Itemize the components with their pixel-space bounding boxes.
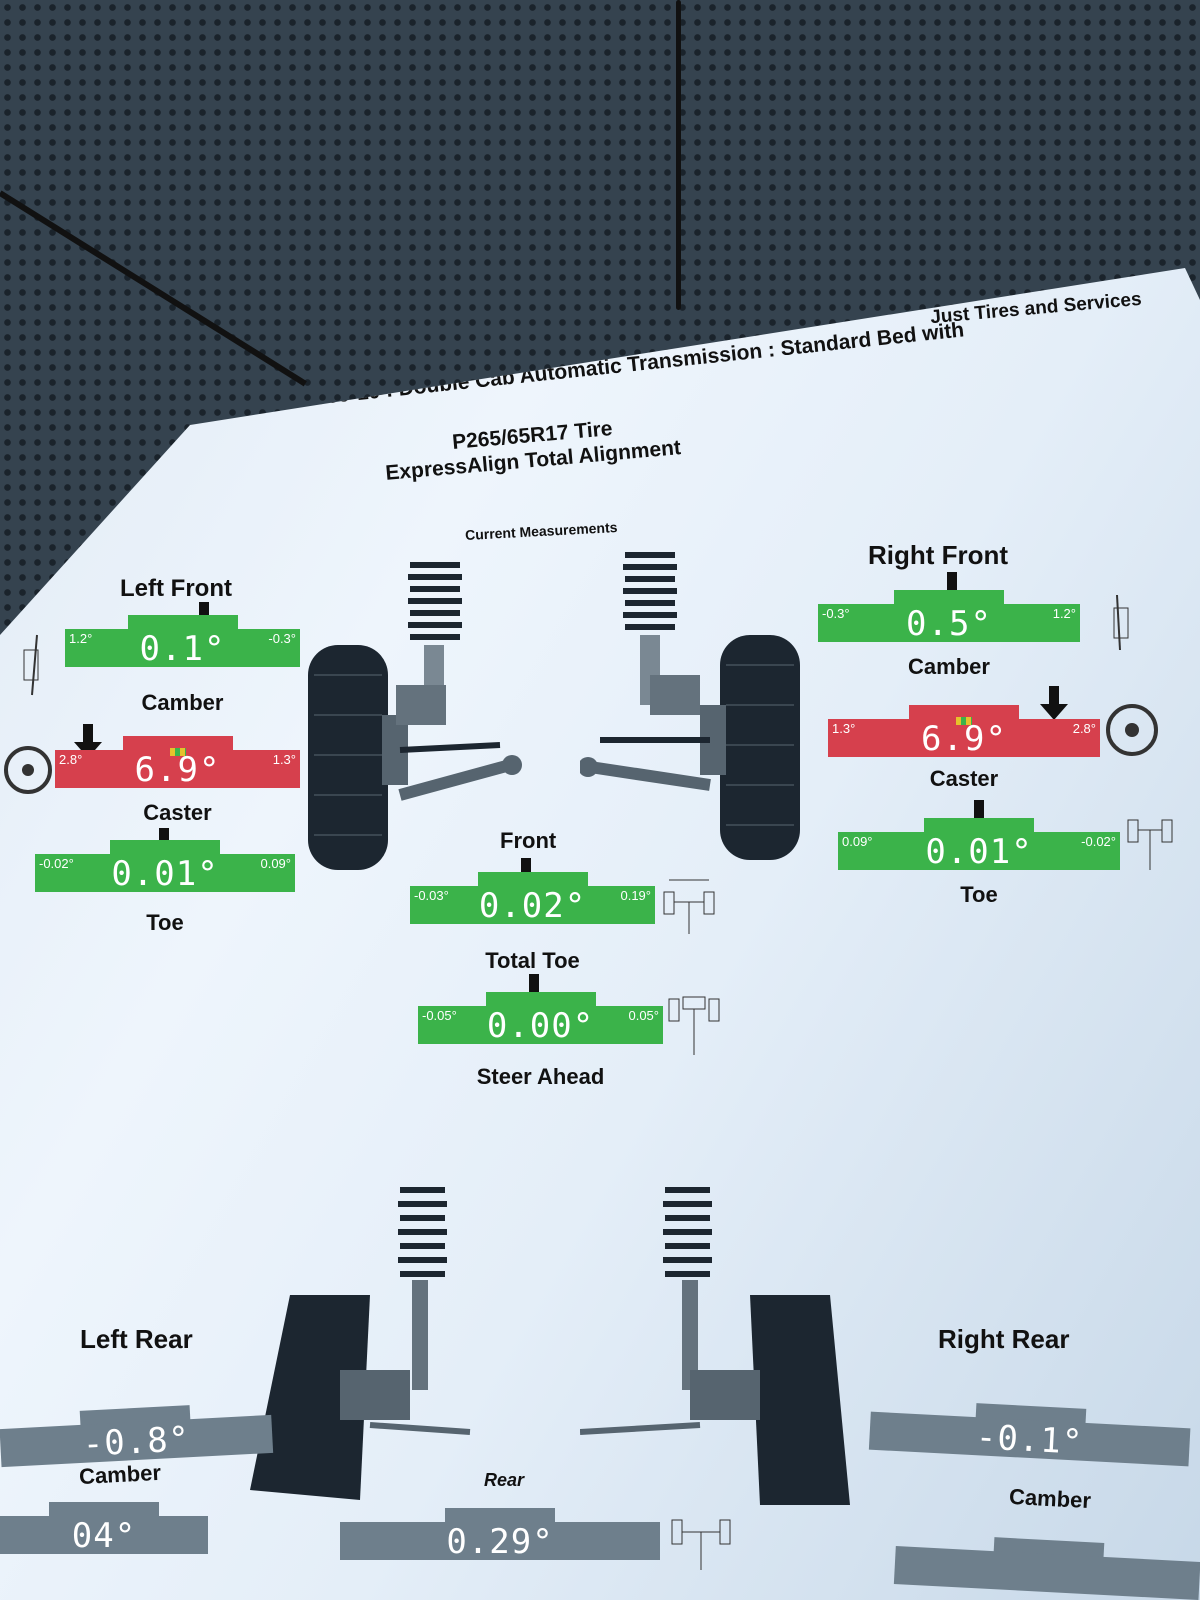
steer-ahead-value: 0.00° xyxy=(486,1006,595,1046)
rear-title: Rear xyxy=(484,1470,525,1490)
left-front-caster-gauge: 2.8° 1.3° 6.9° xyxy=(55,736,300,790)
camber-value: -0.1° xyxy=(974,1417,1085,1463)
camber-label: Camber xyxy=(141,690,224,715)
charging-cable xyxy=(676,0,681,310)
total-toe-diagram-icon xyxy=(671,1519,731,1570)
total-toe-label: Total Toe xyxy=(485,948,580,973)
right-front-camber-gauge: -0.3° 1.2° 0.5° xyxy=(818,590,1080,644)
caster-diagram-icon xyxy=(1106,704,1158,756)
camber-label: Camber xyxy=(1008,1483,1092,1514)
camber-min: 1.2° xyxy=(69,631,93,646)
camber-label: Camber xyxy=(908,654,990,679)
camber-min: -0.3° xyxy=(822,606,850,621)
camber-value: 0.1° xyxy=(139,629,226,669)
total-toe-max: 0.19° xyxy=(620,888,651,903)
right-front-toe-gauge: 0.09° -0.02° 0.01° xyxy=(838,818,1120,872)
total-toe-diagram-icon xyxy=(663,879,715,934)
camber-max: -0.3° xyxy=(268,631,296,646)
caster-min: 2.8° xyxy=(59,752,83,767)
left-rear-suspension-icon xyxy=(250,1187,471,1500)
caster-max: 1.3° xyxy=(272,752,296,767)
right-rear-camber-gauge: -0.1° xyxy=(868,1398,1191,1467)
right-rear-suspension-icon xyxy=(580,1187,850,1505)
total-toe-value: 0.02° xyxy=(478,886,587,926)
arrow-down-icon xyxy=(1040,686,1068,720)
camber-max: 1.2° xyxy=(1052,606,1076,621)
toe-value: 04° xyxy=(71,1516,137,1556)
left-rear-camber-gauge: -0.8° xyxy=(0,1401,274,1468)
front-title: Front xyxy=(500,828,557,853)
right-front-caster-gauge: 1.3° 2.8° 6.9° xyxy=(828,705,1100,759)
camber-diagram-icon xyxy=(1113,594,1129,651)
caster-value: 6.9° xyxy=(134,750,221,790)
rear-total-toe-gauge: 0.29° xyxy=(340,1508,660,1562)
steer-ahead-label: Steer Ahead xyxy=(476,1064,605,1089)
steer-ahead-min: -0.05° xyxy=(422,1008,457,1023)
toe-min: -0.02° xyxy=(39,856,74,871)
total-toe-min: -0.03° xyxy=(414,888,449,903)
toe-diagram-icon xyxy=(1127,819,1173,870)
camber-value: 0.5° xyxy=(906,604,992,644)
right-front-title: Right Front xyxy=(868,540,1009,570)
toe-label: Toe xyxy=(146,910,184,935)
left-front-title: Left Front xyxy=(120,575,232,602)
left-front-camber-gauge: 1.2° -0.3° 0.1° xyxy=(65,615,300,669)
toe-value: 0.01° xyxy=(925,832,1033,872)
toe-min: 0.09° xyxy=(842,834,873,849)
toe-label: Toe xyxy=(960,882,998,907)
toe-max: -0.02° xyxy=(1081,834,1116,849)
right-front-suspension-icon xyxy=(580,552,800,860)
left-front-suspension-icon xyxy=(308,562,522,870)
camber-diagram-icon xyxy=(23,634,39,696)
left-rear-title: Left Rear xyxy=(80,1324,193,1354)
total-toe-value: 0.29° xyxy=(446,1522,554,1562)
right-rear-title: Right Rear xyxy=(938,1324,1070,1354)
toe-value: 0.01° xyxy=(111,854,219,894)
caster-value: 6.9° xyxy=(921,719,1007,759)
toe-max: 0.09° xyxy=(260,856,291,871)
left-rear-toe-gauge: 04° xyxy=(0,1502,208,1556)
caster-label: Caster xyxy=(143,800,212,825)
caster-label: Caster xyxy=(929,766,999,791)
caster-diagram-icon xyxy=(4,746,52,794)
caster-min: 1.3° xyxy=(832,721,856,736)
caster-max: 2.8° xyxy=(1072,721,1096,736)
steer-ahead-diagram-icon xyxy=(668,996,720,1055)
right-rear-toe-gauge xyxy=(893,1532,1200,1600)
section-title: Current Measurements xyxy=(464,519,618,543)
front-total-toe-gauge: -0.03° 0.19° 0.02° xyxy=(410,872,655,926)
steer-ahead-max: 0.05° xyxy=(628,1008,659,1023)
steer-ahead-gauge: -0.05° 0.05° 0.00° xyxy=(418,992,663,1046)
left-front-toe-gauge: -0.02° 0.09° 0.01° xyxy=(35,840,295,894)
